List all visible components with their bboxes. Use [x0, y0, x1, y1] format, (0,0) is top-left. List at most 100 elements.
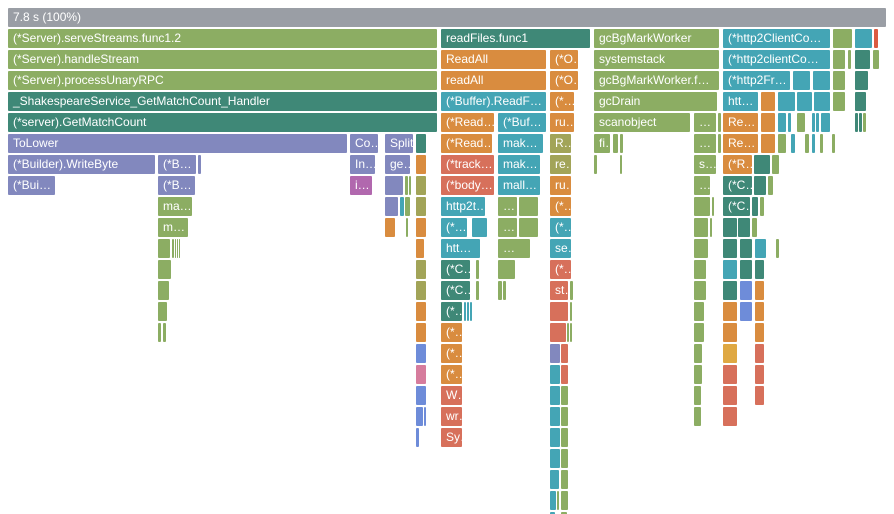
flame-bar[interactable]	[755, 239, 766, 258]
flame-bar[interactable]: Re…	[723, 134, 758, 153]
flame-bar[interactable]: (*…	[441, 218, 467, 237]
flame-bar[interactable]: …	[498, 218, 517, 237]
flame-bar[interactable]	[561, 470, 568, 489]
flame-bar[interactable]	[179, 239, 180, 258]
flame-bar[interactable]	[405, 176, 408, 195]
flame-bar[interactable]	[158, 260, 171, 279]
flame-bar[interactable]	[467, 302, 469, 321]
flame-bar[interactable]	[416, 155, 426, 174]
flame-bar[interactable]	[694, 260, 706, 279]
flame-bar[interactable]	[740, 281, 752, 300]
flame-bar[interactable]	[723, 407, 737, 426]
flame-bar[interactable]	[464, 302, 466, 321]
flame-bar[interactable]	[472, 218, 487, 237]
flame-bar[interactable]: (*…	[441, 365, 462, 384]
flame-bar[interactable]	[476, 281, 479, 300]
flame-bar[interactable]	[761, 92, 775, 111]
flame-bar[interactable]	[755, 302, 764, 321]
flame-bar[interactable]: …	[694, 113, 716, 132]
flame-bar[interactable]	[594, 155, 597, 174]
flame-bar[interactable]	[874, 29, 878, 48]
flame-bar[interactable]	[772, 155, 779, 174]
flame-bar[interactable]: (*body…	[441, 176, 494, 195]
flame-bar[interactable]	[561, 449, 568, 468]
flame-bar[interactable]	[723, 260, 737, 279]
flame-bar[interactable]: (*Server).processUnaryRPC	[8, 71, 437, 90]
flame-bar[interactable]: (*R…	[723, 155, 752, 174]
flame-bar[interactable]	[405, 197, 410, 216]
flame-bar[interactable]	[158, 281, 169, 300]
flame-bar[interactable]: fi…	[594, 134, 610, 153]
flame-bar[interactable]	[158, 323, 161, 342]
flame-bar[interactable]: …	[694, 176, 710, 195]
flame-bar[interactable]: (*http2ClientCo…	[723, 29, 830, 48]
flame-bar[interactable]	[416, 323, 426, 342]
flame-bar[interactable]	[400, 197, 404, 216]
flame-bar[interactable]	[752, 218, 757, 237]
flame-bar[interactable]	[557, 491, 559, 510]
flame-bar[interactable]: readFiles.func1	[441, 29, 590, 48]
flame-bar[interactable]	[833, 50, 845, 69]
flame-bar[interactable]	[550, 449, 560, 468]
flame-bar[interactable]	[550, 428, 560, 447]
flame-bar[interactable]	[812, 113, 815, 132]
flame-bar[interactable]: readAll	[441, 71, 546, 90]
flame-bar[interactable]	[570, 281, 573, 300]
flame-bar[interactable]	[768, 176, 773, 195]
flame-bar[interactable]	[761, 134, 775, 153]
flame-bar[interactable]	[550, 386, 560, 405]
flame-bar[interactable]: (*C…	[441, 281, 470, 300]
flame-bar[interactable]	[793, 71, 810, 90]
flame-bar[interactable]	[172, 239, 174, 258]
flame-bar[interactable]: (*B…	[158, 155, 196, 174]
flame-bar[interactable]	[416, 344, 426, 363]
flame-bar[interactable]	[797, 113, 805, 132]
flame-bar[interactable]	[718, 134, 721, 153]
flame-bar[interactable]: R…	[550, 134, 571, 153]
flame-bar[interactable]: scanobject	[594, 113, 690, 132]
flame-bar[interactable]	[416, 365, 426, 384]
flame-bar[interactable]: (*Read…	[441, 134, 492, 153]
flame-bar[interactable]: …	[694, 134, 716, 153]
flame-bar[interactable]	[503, 281, 506, 300]
flame-bar[interactable]: i…	[350, 176, 372, 195]
flame-bar[interactable]	[385, 176, 403, 195]
flame-bar[interactable]	[723, 365, 737, 384]
flame-bar[interactable]: (*http2Fr…	[723, 71, 790, 90]
flame-bar[interactable]: (*…	[550, 260, 571, 279]
flame-bar[interactable]	[519, 218, 538, 237]
flame-bar[interactable]	[416, 428, 419, 447]
flame-bar[interactable]: ToLower	[8, 134, 347, 153]
flame-bar[interactable]	[476, 260, 479, 279]
flame-bar[interactable]	[814, 92, 830, 111]
flame-bar[interactable]	[833, 92, 845, 111]
flame-bar[interactable]	[694, 323, 704, 342]
flame-bar[interactable]	[805, 134, 809, 153]
flame-bar[interactable]	[561, 344, 568, 363]
flame-bar[interactable]: …	[498, 239, 530, 258]
flame-bar[interactable]	[570, 302, 572, 321]
flame-bar[interactable]: (*Buf…	[498, 113, 546, 132]
flame-bar[interactable]	[778, 134, 786, 153]
flame-bar[interactable]: (*…	[550, 92, 574, 111]
flame-bar[interactable]	[694, 218, 708, 237]
flame-bar[interactable]	[855, 113, 858, 132]
flame-bar[interactable]: (*Read…	[441, 113, 494, 132]
flame-bar[interactable]	[816, 113, 819, 132]
flame-bar[interactable]	[797, 92, 812, 111]
flame-bar[interactable]	[776, 239, 779, 258]
flame-bar[interactable]: (*track…	[441, 155, 494, 174]
flame-bar[interactable]	[550, 407, 560, 426]
flame-bar[interactable]	[723, 386, 737, 405]
flame-bar[interactable]	[550, 365, 560, 384]
flame-bar[interactable]	[620, 134, 623, 153]
flame-bar[interactable]: gcDrain	[594, 92, 717, 111]
flame-bar[interactable]	[723, 302, 737, 321]
flame-bar[interactable]	[163, 323, 166, 342]
flame-bar[interactable]	[550, 344, 560, 363]
flame-bar[interactable]	[620, 155, 622, 174]
flame-bar[interactable]	[613, 134, 618, 153]
flame-bar[interactable]	[550, 323, 566, 342]
flame-bar[interactable]: gcBgMarkWorker	[594, 29, 719, 48]
flame-bar[interactable]	[755, 344, 764, 363]
